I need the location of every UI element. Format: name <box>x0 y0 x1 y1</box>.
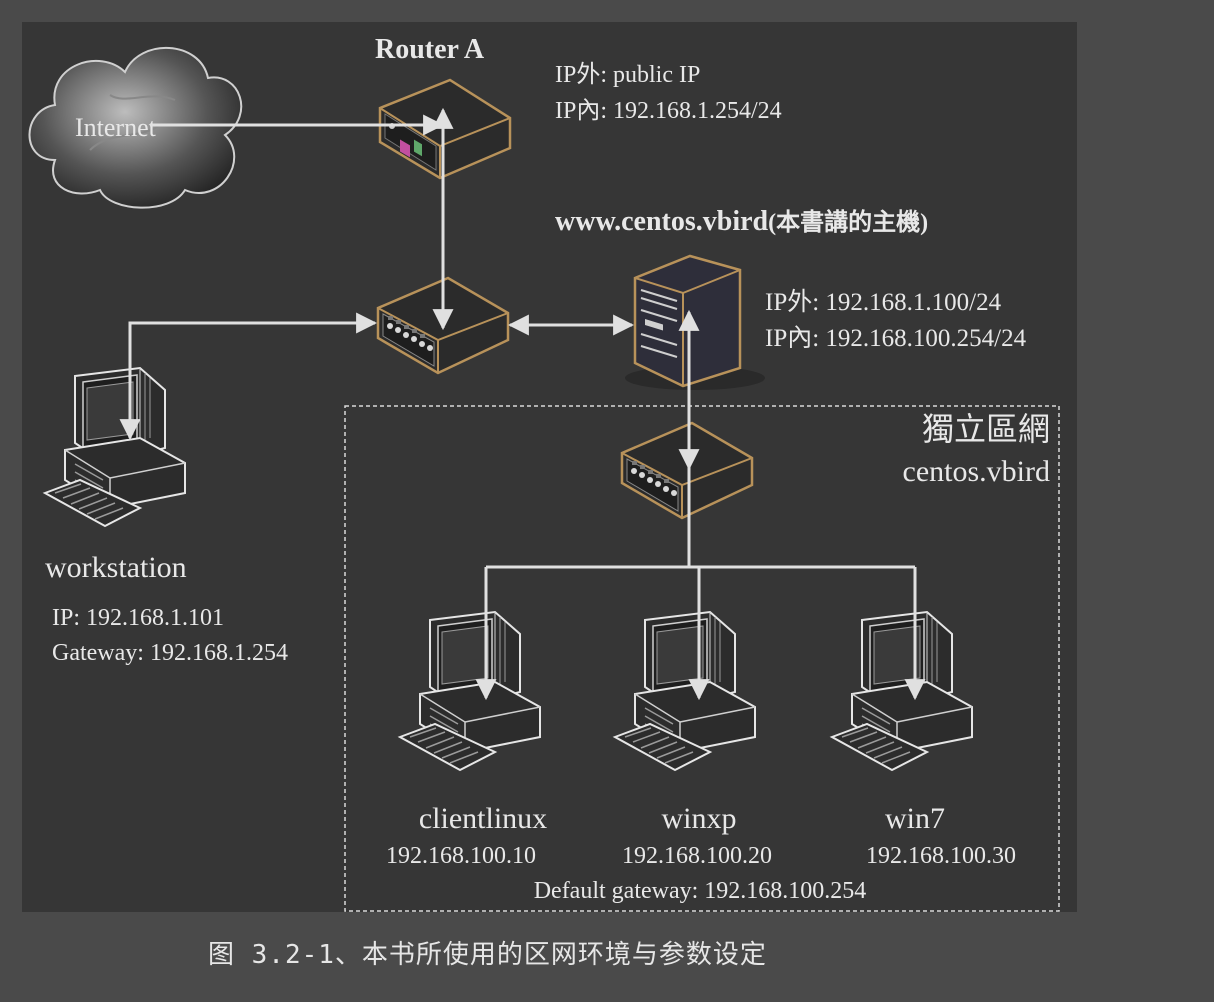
figure-caption: 图 3.2-1、本书所使用的区网环境与参数设定 <box>208 940 767 970</box>
client-name: winxp <box>662 802 737 835</box>
server-ip-inner: IP內: 192.168.100.254/24 <box>765 324 1027 352</box>
router-title: Router A <box>375 34 485 65</box>
lan-domain: centos.vbird <box>903 455 1050 488</box>
workstation-name: workstation <box>45 551 187 584</box>
workstation-ip: IP: 192.168.1.101 <box>52 605 224 631</box>
lan-boundary <box>344 405 1060 912</box>
lan-title: 獨立區網 <box>922 411 1050 447</box>
client-name: win7 <box>885 802 945 835</box>
server-title: www.centos.vbird(本書講的主機) <box>555 206 928 237</box>
server-hostname: www.centos.vbird <box>555 206 769 237</box>
server-note: (本書講的主機) <box>768 208 928 236</box>
lan-default-gateway: Default gateway: 192.168.100.254 <box>534 878 867 904</box>
internet-cloud-icon <box>28 47 243 209</box>
connection-lines <box>119 107 926 701</box>
router-ip-outer: IP外: public IP <box>555 61 700 88</box>
internet-label: Internet <box>75 113 157 142</box>
client-ip: 192.168.100.10 <box>386 843 536 869</box>
server-ip-outer: IP外: 192.168.1.100/24 <box>765 288 1002 316</box>
client-ip: 192.168.100.20 <box>622 843 772 869</box>
router-ip-inner: IP內: 192.168.1.254/24 <box>555 97 782 124</box>
client-name: clientlinux <box>419 802 547 835</box>
workstation-gateway: Gateway: 192.168.1.254 <box>52 640 288 666</box>
client-ip: 192.168.100.30 <box>866 843 1016 869</box>
